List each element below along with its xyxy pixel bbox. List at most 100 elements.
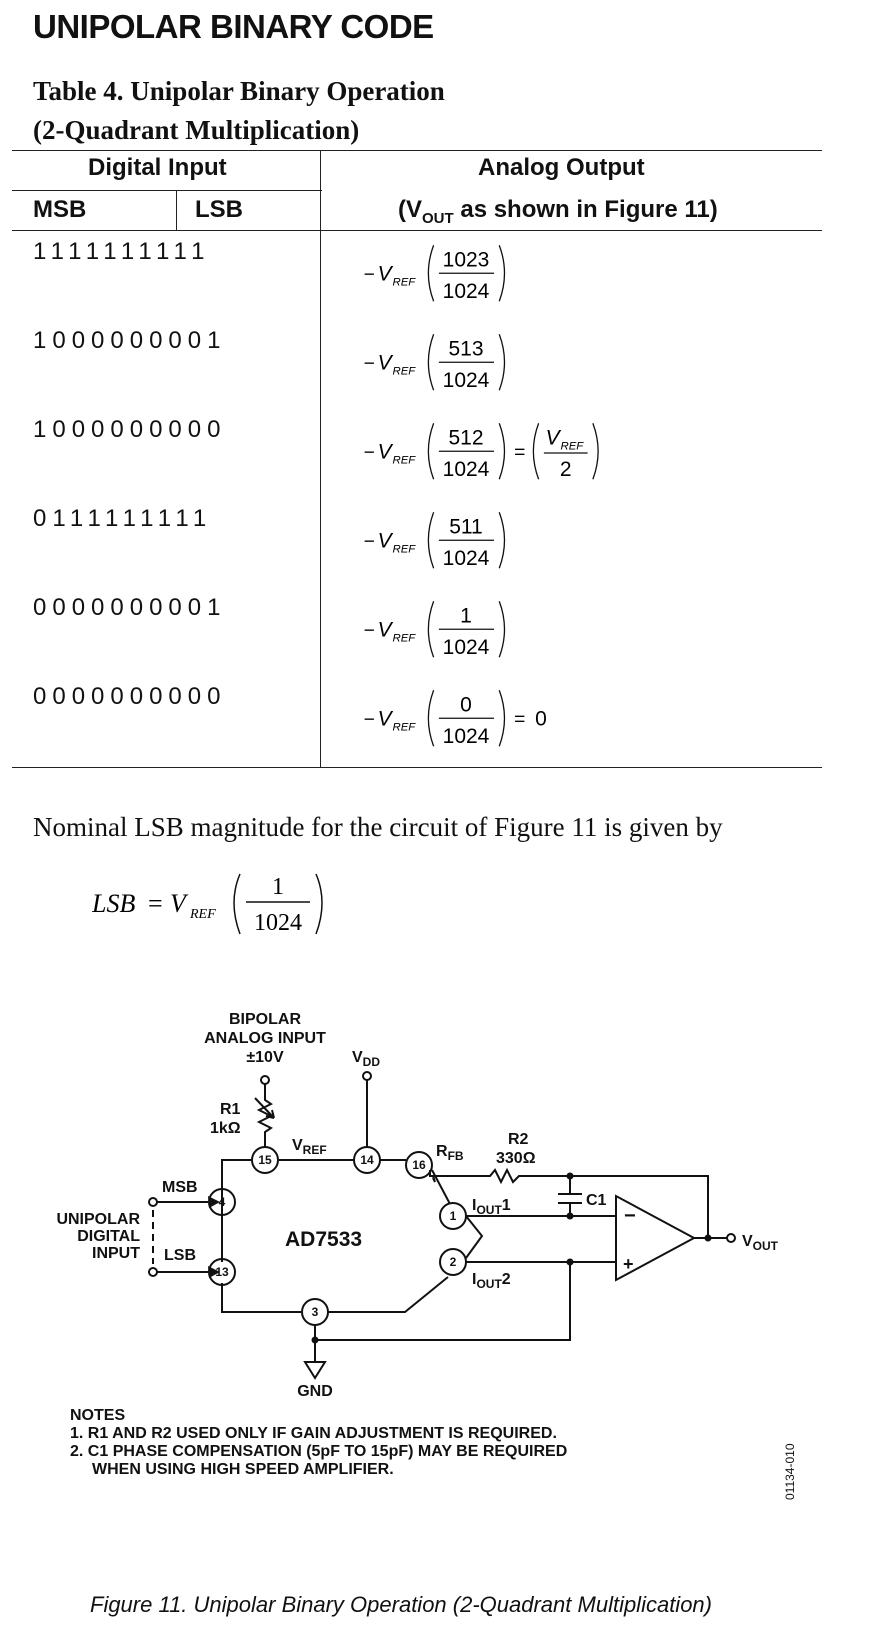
iout-crossover xyxy=(465,1215,484,1259)
body-paragraph: Nominal LSB magnitude for the circuit of… xyxy=(33,812,723,842)
lsb-label: LSB xyxy=(164,1247,196,1264)
paren-right xyxy=(498,334,506,391)
vref-subscript: REF xyxy=(561,441,585,453)
minus-sign: − xyxy=(364,709,375,730)
row-bits: 0000000000 xyxy=(33,683,227,710)
pin-3-circle xyxy=(301,1298,329,1326)
paren-left xyxy=(427,601,435,658)
fraction-numerator: 0 xyxy=(460,693,472,716)
rfb-label: RFB xyxy=(436,1143,464,1163)
lsb-terminal xyxy=(148,1267,158,1277)
table-header-mid-rule xyxy=(12,190,322,191)
figure-caption: Figure 11. Unipolar Binary Operation (2-… xyxy=(90,1592,712,1617)
msb-arrow-head xyxy=(208,1196,220,1208)
opamp-minus: − xyxy=(624,1205,636,1227)
row-bits: 1000000001 xyxy=(33,327,227,354)
rfb-wire xyxy=(429,1167,709,1238)
pin-16-circle xyxy=(405,1151,433,1179)
node-vout xyxy=(704,1234,712,1242)
pin-4-label: 4 xyxy=(219,1195,226,1209)
circuit-diagram: BIPOLAR ANALOG INPUT ±10V VDD R1 1kΩ VRE… xyxy=(56,1011,778,1400)
r2-value: 330Ω xyxy=(496,1150,536,1167)
bipolar-label-line3: ±10V xyxy=(246,1049,284,1066)
vref-label: VREF xyxy=(292,1137,327,1157)
vref-symbol: V xyxy=(546,426,562,449)
paren-right xyxy=(498,690,506,747)
pin-13-label: 13 xyxy=(215,1265,229,1279)
table-caption-line2: (2-Quadrant Multiplication) xyxy=(33,115,360,145)
pin-15-circle xyxy=(251,1146,279,1174)
minus-sign: − xyxy=(364,620,375,641)
bipolar-label-line1: BIPOLAR xyxy=(229,1011,301,1028)
table-bottom-rule xyxy=(12,767,822,768)
gnd-symbol xyxy=(303,1361,327,1380)
ground-return xyxy=(314,1262,571,1341)
header-vout-note: (VOUT as shown in Figure 11) xyxy=(398,196,718,227)
table-caption-line1: Table 4. Unipolar Binary Operation xyxy=(33,76,445,106)
r1-resistor xyxy=(256,1084,274,1147)
msb-label: MSB xyxy=(162,1179,198,1196)
r1-value: 1kΩ xyxy=(210,1120,241,1137)
pin-15-label: 15 xyxy=(258,1153,272,1167)
pin-14-circle xyxy=(353,1146,381,1174)
fraction-denominator: 1024 xyxy=(443,369,490,392)
row-bits: 1111111111 xyxy=(33,238,211,265)
minus-sign: − xyxy=(364,442,375,463)
paren-right xyxy=(498,245,506,302)
table-caption: Table 4. Unipolar Binary Operation (2-Qu… xyxy=(33,72,445,150)
table-top-rule xyxy=(12,150,822,151)
vref-subscript: REF xyxy=(393,277,417,289)
vref-symbol: V xyxy=(378,618,394,641)
paren-right xyxy=(498,601,506,658)
chip-bottom-edge xyxy=(221,1276,449,1313)
equals-sign: = xyxy=(514,709,525,730)
fraction-denominator: 2 xyxy=(560,458,572,481)
paren-left xyxy=(427,423,435,480)
lsb-eq-den: 1024 xyxy=(254,910,302,936)
unipolar-label-line3: INPUT xyxy=(92,1245,140,1262)
notes-block: NOTES 1. R1 AND R2 USED ONLY IF GAIN ADJ… xyxy=(70,1407,567,1479)
iout2-label: IOUT2 xyxy=(472,1271,511,1291)
msb-terminal xyxy=(148,1197,158,1207)
paren-left xyxy=(427,245,435,302)
table-header-bottom-rule xyxy=(12,230,822,231)
pin-3-label: 3 xyxy=(312,1305,319,1319)
vref-symbol: V xyxy=(378,262,394,285)
paren-left xyxy=(427,334,435,391)
vref-subscript: REF xyxy=(393,633,417,645)
lsb-equation: LSB = V REF 1 1024 xyxy=(92,873,323,936)
table-column-divider xyxy=(320,150,321,768)
zero-value: 0 xyxy=(535,707,547,730)
header-analog-output: Analog Output xyxy=(478,154,645,181)
vdd-terminal xyxy=(362,1071,372,1081)
fraction-numerator: 512 xyxy=(448,426,483,449)
unipolar-label-line1: UNIPOLAR xyxy=(56,1211,140,1228)
lsb-eq-v: V xyxy=(170,889,189,918)
row-bits: 0000000001 xyxy=(33,594,227,621)
lsb-arrow-head xyxy=(208,1266,220,1278)
fraction-denominator: 1024 xyxy=(443,725,490,748)
lsb-eq-lhs: LSB xyxy=(92,889,135,918)
vdd-label: VDD xyxy=(352,1049,380,1069)
pin-2-circle xyxy=(439,1248,467,1276)
c1-label: C1 xyxy=(586,1192,607,1209)
vref-symbol: V xyxy=(378,351,394,374)
notes-line2: 2. C1 PHASE COMPENSATION (5pF TO 15pF) M… xyxy=(70,1443,568,1460)
opamp-triangle xyxy=(615,1194,697,1282)
figure-id: 01134-010 xyxy=(783,1443,797,1501)
fraction-denominator: 1024 xyxy=(443,458,490,481)
pin-2-label: 2 xyxy=(450,1255,457,1269)
fraction-denominator: 1024 xyxy=(443,547,490,570)
row-bits: 0111111111 xyxy=(33,505,213,532)
minus-sign: − xyxy=(364,353,375,374)
pin-1-circle xyxy=(439,1202,467,1230)
vref-subscript: REF xyxy=(393,544,417,556)
node-gnd xyxy=(311,1336,319,1344)
notes-title: NOTES xyxy=(70,1407,126,1424)
minus-sign: − xyxy=(364,531,375,552)
